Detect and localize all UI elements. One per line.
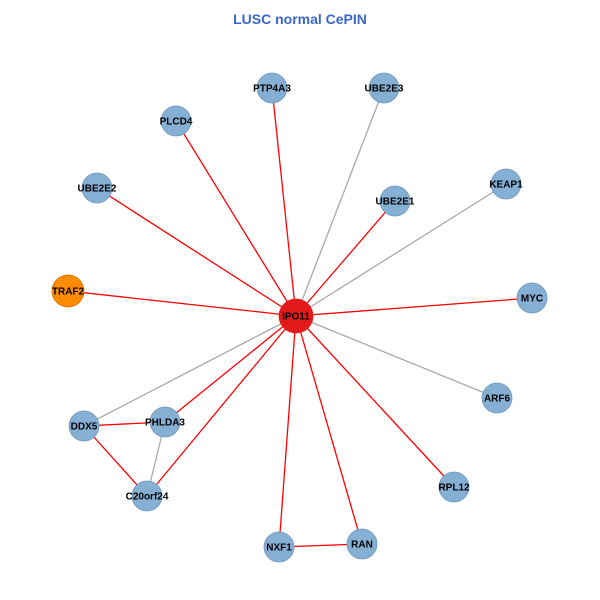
- node-circle-C20orf24: [131, 480, 163, 512]
- edge-IPO11-PTP4A3: [271, 87, 297, 317]
- edge-IPO11-KEAP1: [295, 183, 507, 317]
- node-circle-MYC: [516, 282, 548, 314]
- edge-DDX5-C20orf24: [83, 425, 148, 497]
- node-IPO11: IPO11: [278, 298, 314, 334]
- node-circle-PHLDA3: [149, 406, 181, 438]
- edge-IPO11-UBE2E1: [295, 200, 396, 317]
- node-circle-UBE2E3: [368, 72, 400, 104]
- node-circle-RAN: [346, 528, 378, 560]
- node-UBE2E2: UBE2E2: [78, 172, 117, 204]
- node-C20orf24: C20orf24: [126, 480, 169, 512]
- node-PHLDA3: PHLDA3: [145, 406, 185, 438]
- node-RAN: RAN: [346, 528, 378, 560]
- edge-IPO11-DDX5: [83, 315, 297, 427]
- node-circle-DDX5: [68, 410, 100, 442]
- edge-IPO11-UBE2E2: [96, 187, 297, 317]
- node-circle-UBE2E1: [379, 185, 411, 217]
- node-NXF1: NXF1: [263, 531, 295, 563]
- edge-IPO11-RAN: [295, 315, 363, 545]
- node-PLCD4: PLCD4: [160, 105, 193, 137]
- edge-IPO11-NXF1: [278, 315, 297, 548]
- node-circle-RPL12: [438, 471, 470, 503]
- node-ARF6: ARF6: [481, 382, 513, 414]
- edge-IPO11-PHLDA3: [164, 315, 297, 423]
- node-circle-TRAF2: [51, 274, 85, 308]
- node-circle-KEAP1: [490, 168, 522, 200]
- node-TRAF2: TRAF2: [51, 274, 85, 308]
- node-MYC: MYC: [516, 282, 548, 314]
- node-circle-UBE2E2: [81, 172, 113, 204]
- edge-IPO11-UBE2E3: [295, 87, 385, 317]
- node-circle-ARF6: [481, 382, 513, 414]
- node-circle-PLCD4: [160, 105, 192, 137]
- chart-title: LUSC normal CePIN: [233, 11, 367, 27]
- node-circle-PTP4A3: [256, 72, 288, 104]
- node-PTP4A3: PTP4A3: [253, 72, 291, 104]
- edge-IPO11-RPL12: [295, 315, 455, 488]
- node-circle-IPO11: [278, 298, 314, 334]
- edges-layer: [67, 87, 533, 548]
- node-circle-NXF1: [263, 531, 295, 563]
- node-DDX5: DDX5: [68, 410, 100, 442]
- node-RPL12: RPL12: [438, 471, 470, 503]
- node-UBE2E3: UBE2E3: [365, 72, 404, 104]
- edge-IPO11-C20orf24: [146, 315, 297, 497]
- edge-IPO11-ARF6: [295, 315, 498, 399]
- edge-IPO11-TRAF2: [67, 290, 297, 317]
- node-UBE2E1: UBE2E1: [376, 185, 415, 217]
- node-KEAP1: KEAP1: [489, 168, 523, 200]
- edge-IPO11-MYC: [295, 297, 533, 317]
- edge-IPO11-PLCD4: [175, 120, 297, 317]
